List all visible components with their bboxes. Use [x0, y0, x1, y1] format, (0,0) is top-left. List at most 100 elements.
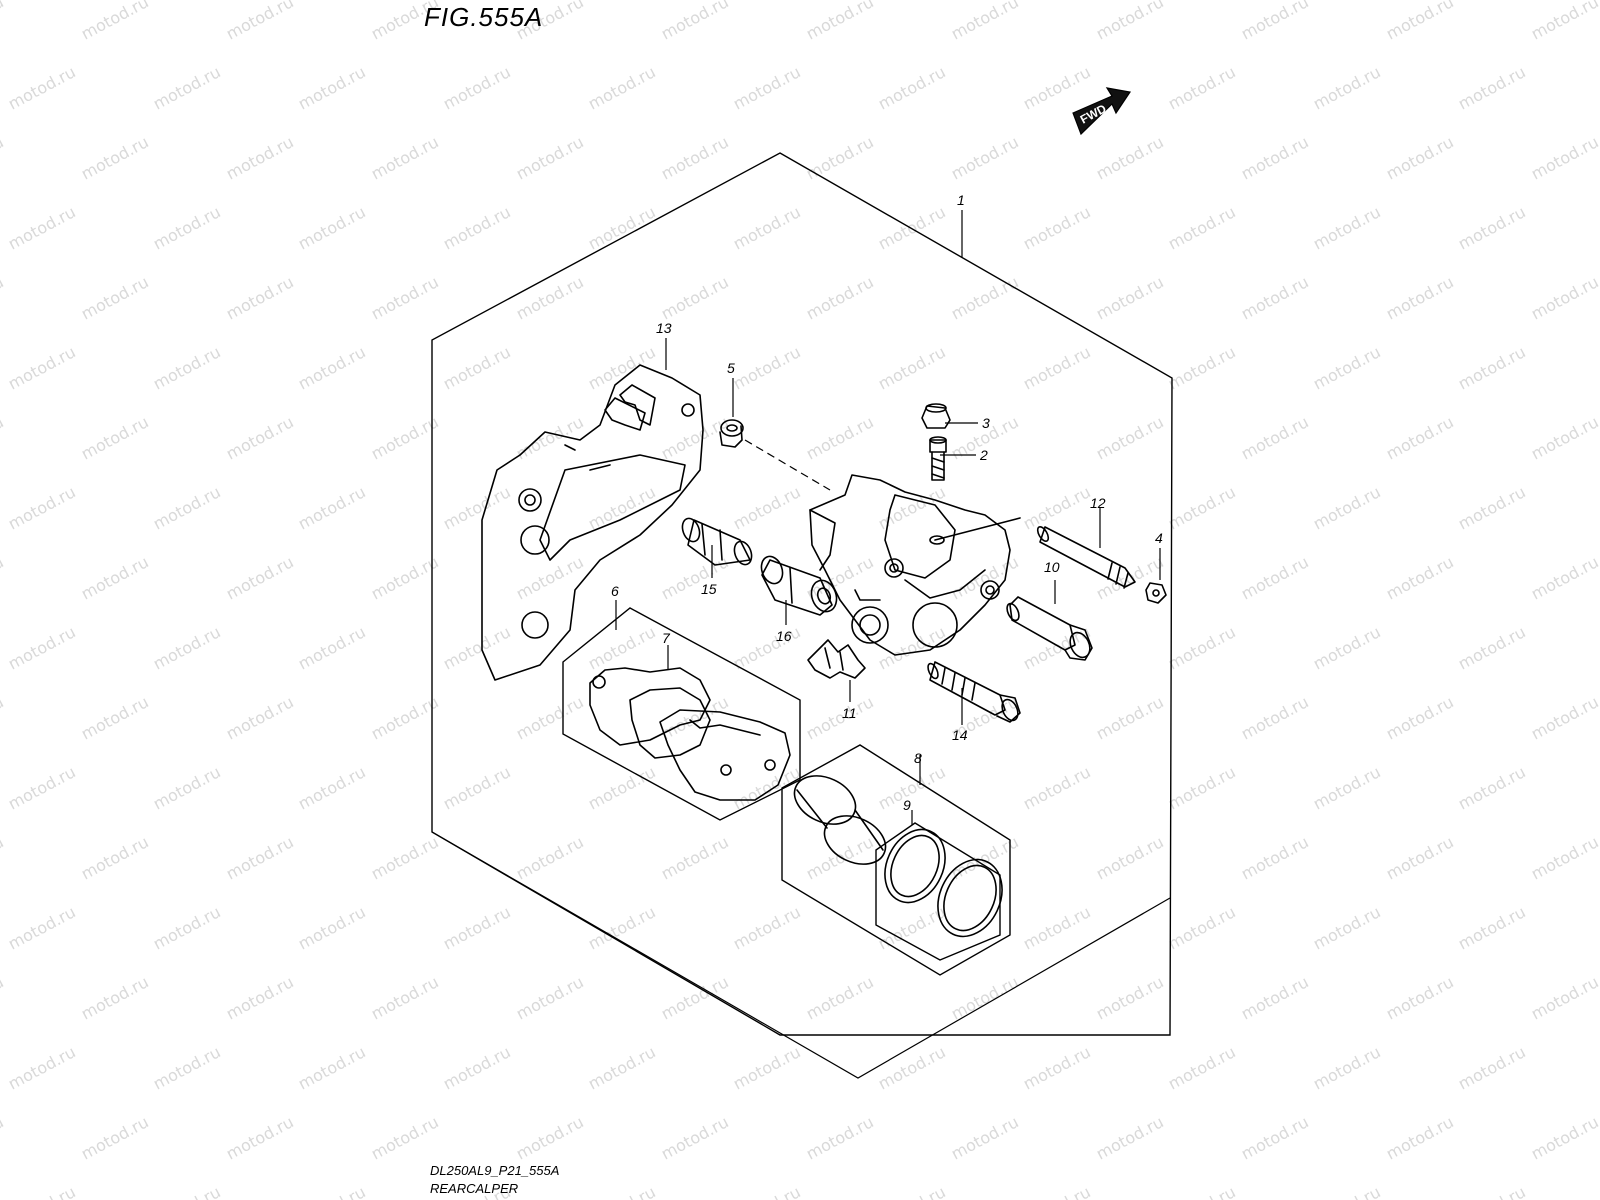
watermark-text: motod.ru	[948, 0, 1022, 44]
assembly-outline	[431, 152, 1173, 1036]
part-boot-5	[719, 419, 744, 448]
watermark-text: motod.ru	[1020, 342, 1094, 393]
watermark-text: motod.ru	[1310, 202, 1384, 253]
watermark-text: motod.ru	[0, 272, 7, 323]
watermark-text: motod.ru	[513, 1112, 587, 1163]
watermark-text: motod.ru	[0, 972, 7, 1023]
watermark-text: motod.ru	[0, 692, 7, 743]
watermark-text: motod.ru	[1238, 1112, 1312, 1163]
watermark-text: motod.ru	[1020, 902, 1094, 953]
watermark-text: motod.ru	[658, 692, 732, 743]
callout-5: 5	[727, 360, 735, 376]
callout-4: 4	[1155, 530, 1163, 546]
callout-7: 7	[662, 630, 671, 646]
watermark-text: motod.ru	[295, 1182, 369, 1200]
watermark-text: motod.ru	[1528, 272, 1600, 323]
watermark-text: motod.ru	[585, 482, 659, 533]
watermark-text: motod.ru	[1238, 132, 1312, 183]
watermark-text: motod.ru	[78, 412, 152, 463]
watermark-text: motod.ru	[1238, 972, 1312, 1023]
watermark-text: motod.ru	[658, 0, 732, 44]
watermark-text: motod.ru	[585, 1042, 659, 1093]
watermark-text: motod.ru	[295, 622, 369, 673]
watermark-text: motod.ru	[1310, 482, 1384, 533]
watermark-text: motod.ru	[1093, 132, 1167, 183]
watermark-text: motod.ru	[1383, 0, 1457, 44]
watermark-text: motod.ru	[223, 1112, 297, 1163]
watermark-text: motod.ru	[658, 132, 732, 183]
watermark-text: motod.ru	[78, 832, 152, 883]
watermark-text: motod.ru	[1093, 1112, 1167, 1163]
part-pads-7	[589, 667, 791, 801]
watermark-text: motod.ru	[223, 412, 297, 463]
watermark-text: motod.ru	[1238, 412, 1312, 463]
watermark-text: motod.ru	[368, 132, 442, 183]
watermark-text: motod.ru	[440, 342, 514, 393]
callout-9: 9	[903, 797, 911, 813]
watermark-text: motod.ru	[1165, 622, 1239, 673]
watermark-text: motod.ru	[1310, 762, 1384, 813]
watermark-text: motod.ru	[440, 62, 514, 113]
watermark-text: motod.ru	[1238, 272, 1312, 323]
watermark-text: motod.ru	[5, 622, 79, 673]
watermark-text: motod.ru	[1020, 762, 1094, 813]
watermark-text: motod.ru	[78, 552, 152, 603]
figure-title: FIG.555A	[424, 2, 544, 32]
watermark-text: motod.ru	[658, 1112, 732, 1163]
callout-numbers: 1 2 3 4 5 6 7 8 9 10 11 12 13 14 15 16	[611, 192, 1163, 813]
watermark-text: motod.ru	[1238, 832, 1312, 883]
watermark-text: motod.ru	[1455, 62, 1529, 113]
watermark-text: motod.ru	[440, 202, 514, 253]
part-bushing-16	[760, 555, 838, 616]
callout-1: 1	[957, 192, 965, 208]
watermark-text: motod.ru	[5, 62, 79, 113]
watermark-text: motod.ru	[1020, 62, 1094, 113]
watermark-text: motod.ru	[1310, 342, 1384, 393]
watermark-text: motod.ru	[1383, 1112, 1457, 1163]
watermark-text: motod.ru	[1020, 1182, 1094, 1200]
watermark-text: motod.ru	[803, 412, 877, 463]
part-nut-4	[1145, 582, 1167, 604]
watermark-text: motod.ru	[150, 342, 224, 393]
watermark-text: motod.ru	[1455, 762, 1529, 813]
watermark-text: motod.ru	[1528, 692, 1600, 743]
callout-6: 6	[611, 583, 619, 599]
watermark-text: motod.ru	[803, 972, 877, 1023]
watermark-text: motod.ru	[1455, 482, 1529, 533]
watermark-text: motod.ru	[1310, 622, 1384, 673]
part-caliper-body	[809, 474, 1021, 656]
watermark-text: motod.ru	[1093, 412, 1167, 463]
watermark-text: motod.ru	[875, 342, 949, 393]
watermark-text: motod.ru	[440, 1042, 514, 1093]
watermark-text: motod.ru	[440, 622, 514, 673]
footer-name: REARCALPER	[430, 1181, 519, 1196]
watermark-text: motod.ru	[1238, 0, 1312, 44]
part-bolt-14	[927, 661, 1021, 723]
watermark-text: motod.ru	[1455, 1182, 1529, 1200]
watermark-text: motod.ru	[5, 1182, 79, 1200]
watermark-text: motod.ru	[295, 202, 369, 253]
watermark-text: motod.ru	[295, 482, 369, 533]
watermark-text: motod.ru	[1528, 552, 1600, 603]
part-seals-9	[884, 828, 1003, 938]
footer-code: DL250AL9_P21_555A	[430, 1163, 560, 1178]
watermark-text: motod.ru	[803, 832, 877, 883]
callout-13: 13	[656, 320, 672, 336]
watermark-text: motod.ru	[368, 1112, 442, 1163]
watermark-text: motod.ru	[1165, 762, 1239, 813]
watermark-text: motod.ru	[585, 1182, 659, 1200]
watermark-text: motod.ru	[0, 0, 7, 44]
watermark-text: motod.ru	[730, 1042, 804, 1093]
axis-dashed-line	[744, 439, 831, 491]
fwd-arrow-icon: FWD	[1072, 87, 1132, 136]
watermark-text: motod.ru	[150, 62, 224, 113]
watermark-text: motod.ru	[1528, 0, 1600, 44]
callout-12: 12	[1090, 495, 1106, 511]
watermark-text: motod.ru	[1310, 1042, 1384, 1093]
watermark-text: motod.ru	[5, 902, 79, 953]
watermark-text: motod.ru	[875, 1042, 949, 1093]
watermark-text: motod.ru	[1528, 412, 1600, 463]
watermark-text: motod.ru	[1455, 902, 1529, 953]
watermark-text: motod.ru	[585, 62, 659, 113]
